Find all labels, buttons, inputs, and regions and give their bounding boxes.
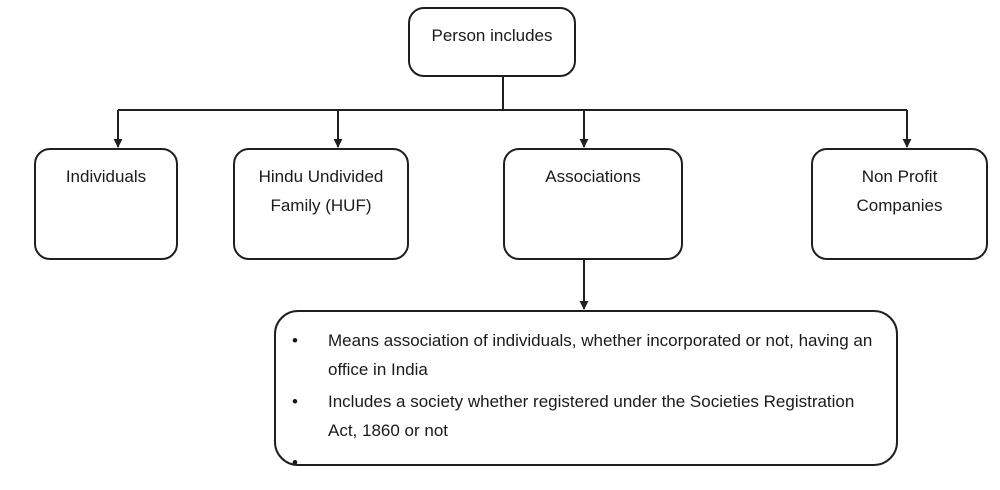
root-node-label: Person includes <box>431 26 553 45</box>
detail-bullet-3 <box>292 448 876 477</box>
huf-node-label: Hindu Undivided Family (HUF) <box>258 167 384 215</box>
huf-node: Hindu Undivided Family (HUF) <box>233 148 409 260</box>
associations-detail-box: Means association of individuals, whethe… <box>274 310 898 477</box>
associations-node-label: Associations <box>545 167 641 186</box>
detail-bullet-1: Means association of individuals, whethe… <box>292 326 876 384</box>
associations-node: Associations <box>503 148 683 260</box>
non-profit-companies-node: Non Profit Companies <box>811 148 988 260</box>
detail-bullet-2: Includes a society whether registered un… <box>292 387 876 445</box>
non-profit-companies-node-label: Non Profit Companies <box>856 167 943 215</box>
root-node: Person includes <box>408 7 576 77</box>
individuals-node-label: Individuals <box>65 167 147 186</box>
individuals-node: Individuals <box>34 148 178 260</box>
associations-detail-list: Means association of individuals, whethe… <box>292 326 876 477</box>
